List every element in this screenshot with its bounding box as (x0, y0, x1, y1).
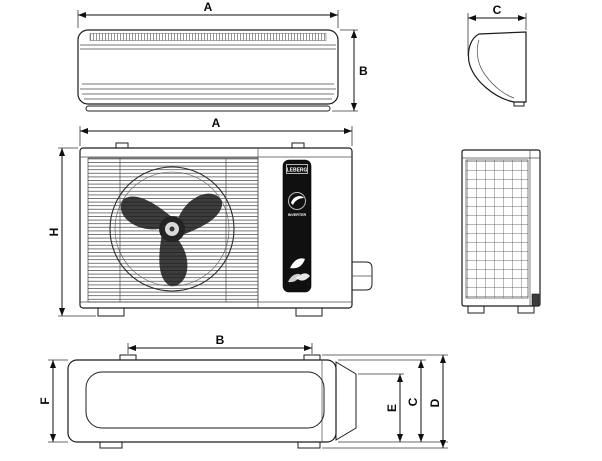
dim-label-top-depth-d: D (428, 398, 442, 407)
dim-outdoor-height: H (47, 147, 96, 317)
dim-label-top-depth-e: E (385, 404, 399, 412)
dim-indoor-height: B (332, 29, 368, 112)
outdoor-foot-left (97, 307, 125, 317)
outdoor-top-tab-right (291, 142, 305, 149)
indoor-top-intake-grille (89, 33, 327, 41)
fan-icon (109, 166, 235, 292)
indoor-bottom-flap (85, 105, 331, 112)
dim-top-depth-f: F (38, 359, 68, 443)
outdoor-foot-right (295, 307, 323, 317)
brand-label-strip (282, 159, 312, 293)
top-view-inner-slot (85, 371, 325, 429)
dim-label-top-depth-f: F (38, 397, 52, 404)
dim-label-indoor-depth: C (493, 3, 502, 17)
brand-name-text: LEBERG (287, 168, 308, 174)
dim-indoor-depth: C (467, 3, 527, 56)
dim-label-top-width: B (216, 333, 225, 347)
indoor-unit-front-view: A B (77, 0, 368, 112)
dim-top-depth-d: D (322, 354, 448, 449)
top-view-tab-right (303, 354, 321, 361)
outdoor-unit-top-view: B F E C D (38, 333, 448, 449)
dim-label-top-depth-c: C (406, 397, 420, 406)
indoor-side-foot (513, 101, 525, 107)
side-foot-left (467, 305, 485, 314)
side-mesh-grid (465, 159, 529, 299)
brand-label: LEBERG INVERTER (282, 159, 312, 293)
side-foot-right (517, 305, 535, 314)
dim-label-outdoor-width: A (212, 116, 221, 130)
indoor-side-profile (467, 31, 527, 103)
top-view-foot-right (297, 441, 321, 449)
dim-top-depth-c: C (338, 359, 426, 442)
valve-connection (531, 293, 540, 307)
indoor-upper-lines (80, 44, 336, 50)
top-view-tab-left (119, 354, 137, 361)
dim-label-indoor-width: A (204, 0, 213, 14)
dim-outdoor-width: A (79, 116, 353, 146)
indoor-side-contour (476, 39, 515, 99)
dim-top-width: B (127, 333, 313, 354)
outdoor-unit-front-view: LEBERG INVERTER A H (47, 116, 373, 317)
brand-name-box (286, 164, 308, 174)
brand-tagline-text: INVERTER (288, 213, 307, 217)
dim-label-indoor-height: B (359, 64, 368, 78)
grille-dividers (119, 158, 227, 302)
dim-indoor-width: A (77, 0, 339, 28)
top-view-foot-left (99, 441, 123, 449)
dim-label-outdoor-height: H (47, 228, 61, 237)
outdoor-top-tab-left (115, 142, 129, 149)
outdoor-fan-grille (87, 157, 259, 303)
indoor-outlet-louvers (80, 83, 336, 100)
brand-logo-icon (288, 192, 306, 210)
indoor-unit-body (77, 29, 339, 105)
indoor-unit-side-view: C (467, 3, 527, 107)
top-view-right-panel (335, 361, 357, 441)
dim-top-depth-e: E (338, 373, 448, 443)
outdoor-unit-side-view (461, 149, 541, 314)
leaf-decoration-icon (288, 258, 310, 283)
